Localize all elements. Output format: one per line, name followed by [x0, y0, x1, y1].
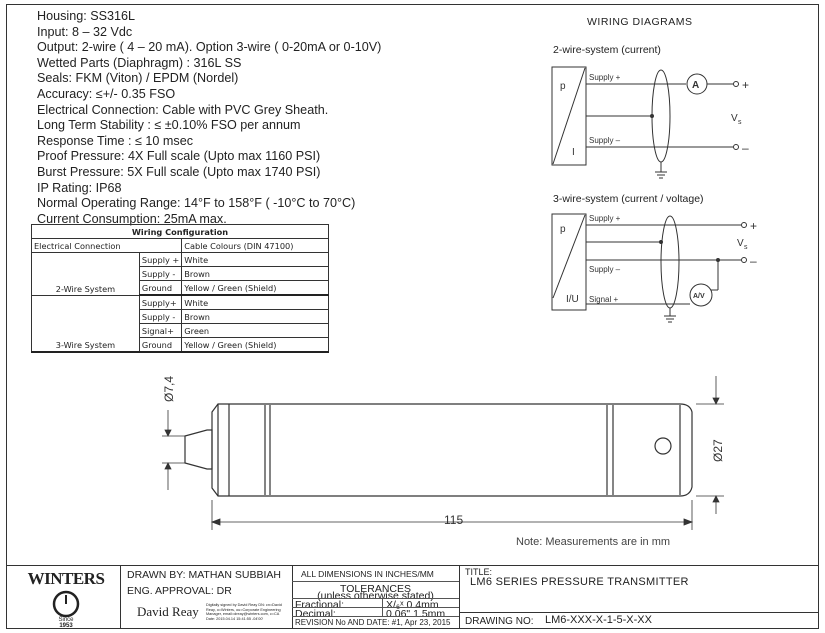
three-wire-plus-label: +	[750, 219, 757, 233]
eng-approval: ENG. APPROVAL: DR	[127, 585, 232, 597]
two-wire-vs-label: V	[731, 113, 738, 124]
three-wire-signal-plus-label: Signal +	[589, 295, 618, 304]
vent-hole	[654, 437, 672, 455]
title-label: TITLE:	[465, 567, 493, 577]
spec-electrical-connection: Electrical Connection: Cable with PVC Gr…	[37, 102, 329, 117]
small-diameter-label: Ø7,4	[162, 376, 176, 402]
logo-year: 1953	[59, 623, 73, 628]
spec-housing: Housing: SS316L	[37, 9, 136, 23]
spec-wetted-parts: Wetted Parts (Diaphragm) : 316L SS	[37, 55, 242, 70]
drawing-frame	[6, 4, 819, 629]
spec-current-consumption: Current Consumption: 25mA max.	[37, 211, 227, 226]
tolerances-sub: (unless otherwise stated)	[317, 590, 434, 602]
spec-long-term-stability: Long Term Stability : ≤ ±0.10% FSO per a…	[37, 118, 301, 133]
drawn-by: DRAWN BY: MATHAN SUBBIAH	[127, 569, 282, 581]
spec-ip-rating: IP Rating: IP68	[37, 180, 122, 195]
table-cell: Supply -	[138, 266, 183, 281]
three-wire-supply-minus-label: Supply –	[589, 265, 621, 274]
divider-line	[552, 67, 586, 165]
spec-accuracy: Accuracy: ≤+/- 0.35 FSO	[37, 86, 176, 101]
table-cell: Brown	[181, 266, 329, 281]
measurements-note: Note: Measurements are in mm	[516, 536, 671, 548]
terminal-minus	[741, 257, 747, 263]
three-wire-supply-plus-label: Supply +	[589, 214, 621, 223]
three-wire-minus-label: –	[750, 254, 757, 268]
table-cell: Ground	[138, 337, 183, 353]
divider-line	[552, 214, 586, 299]
two-wire-minus-label: –	[742, 141, 749, 155]
three-wire-diagram	[551, 213, 747, 323]
two-wire-diagram	[551, 66, 739, 179]
wiring-table-col1-header: Electrical Connection	[30, 238, 183, 253]
drawing-number: LM6-XXX-X-1-5-X-XX	[545, 614, 652, 626]
meter-symbol	[689, 283, 713, 307]
length-label: 115	[444, 513, 463, 527]
decimal-value: 0.06" 1.5mm	[386, 608, 446, 620]
spec-seals: Seals: FKM (Viton) / EPDM (Nordel)	[37, 71, 239, 86]
revision: REVISION No AND DATE: #1, Apr 23, 2015	[295, 618, 451, 627]
approval-section	[120, 565, 292, 629]
two-wire-plus-label: +	[742, 78, 749, 92]
wiring-configuration-table: Wiring Configuration Electrical Connecti…	[30, 224, 329, 353]
three-wire-vs-label: V	[737, 238, 744, 249]
spec-proof-pressure: Proof Pressure: 4X Full scale (Upto max …	[37, 149, 321, 164]
two-wire-p-label: p	[560, 81, 566, 92]
spec-input: Input: 8 – 32 Vdc	[37, 24, 133, 39]
three-wire-diagram-title: 3-wire-system (current / voltage)	[553, 193, 704, 205]
table-cell: Signal+	[138, 323, 183, 338]
drawing-title: LM6 SERIES PRESSURE TRANSMITTER	[470, 576, 689, 588]
two-wire-group-label: 2-Wire System	[31, 252, 140, 296]
terminal-minus	[733, 144, 739, 150]
transmitter-box	[551, 213, 587, 311]
main-housing	[211, 403, 693, 497]
dimension-lines	[162, 376, 724, 530]
cable-stub	[184, 429, 213, 470]
spec-operating-range: Normal Operating Range: 14°F to 158°F ( …	[37, 196, 356, 211]
fractional-label: Fractional:	[295, 599, 345, 611]
wiring-diagrams-title: WIRING DIAGRAMS	[587, 16, 693, 28]
three-wire-p-label: p	[560, 224, 566, 235]
drawing-no-label: DRAWING NO:	[465, 616, 534, 627]
spec-burst-pressure: Burst Pressure: 5X Full scale (Upto max …	[37, 164, 321, 179]
transmitter-body	[184, 403, 693, 497]
two-wire-diagram-title: 2-wire-system (current)	[553, 44, 661, 56]
three-wire-vs-subscript: s	[744, 244, 748, 251]
signature: David Reay	[137, 604, 199, 619]
dimensions-units: ALL DIMENSIONS IN INCHES/MM	[301, 569, 434, 579]
table-cell: Yellow / Green (Shield)	[181, 280, 329, 296]
tolerances-box: ALL DIMENSIONS IN INCHES/MM TOLERANCES (…	[292, 566, 459, 628]
two-wire-supply-plus-label: Supply +	[589, 73, 621, 82]
terminal-plus	[733, 81, 739, 87]
title-block-border	[6, 565, 819, 566]
logo-since: Since	[58, 617, 74, 623]
specifications-list: Housing: SS316L Input: 8 – 32 Vdc Output…	[37, 9, 381, 227]
terminal-plus	[741, 222, 747, 228]
title-section	[459, 565, 819, 629]
shield-ellipse	[660, 215, 680, 309]
two-wire-supply-minus-label: Supply –	[589, 136, 621, 145]
two-wire-vs-subscript: s	[738, 119, 742, 126]
large-diameter-label: Ø27	[711, 439, 725, 462]
spec-output: Output: 2-wire ( 4 – 20 mA). Option 3-wi…	[37, 40, 382, 55]
table-cell: Ground	[138, 280, 183, 296]
spec-response-time: Response Time : ≤ 10 msec	[37, 133, 194, 148]
tolerances-label: TOLERANCES	[340, 583, 411, 595]
table-cell: Yellow / Green (Shield)	[181, 337, 329, 353]
meter-label: A/V	[693, 293, 705, 300]
two-wire-i-label: I	[572, 147, 575, 158]
three-wire-iu-label: I/U	[566, 294, 579, 305]
ammeter-label: A	[692, 80, 699, 91]
table-cell: Green	[181, 323, 329, 338]
decimal-label: Decimal:	[295, 608, 336, 620]
logo-text: WINTERS	[28, 569, 105, 588]
three-wire-group-label: 3-Wire System	[31, 294, 140, 353]
signature-note: Digitally signed by David Reay DN: cn=Da…	[206, 603, 282, 621]
gauge-icon	[52, 590, 80, 618]
winters-logo: WINTERS Since 1953	[12, 566, 120, 629]
tolerances-section	[292, 565, 459, 629]
fractional-value: X/₆ˣ 0.4mm	[386, 599, 439, 611]
